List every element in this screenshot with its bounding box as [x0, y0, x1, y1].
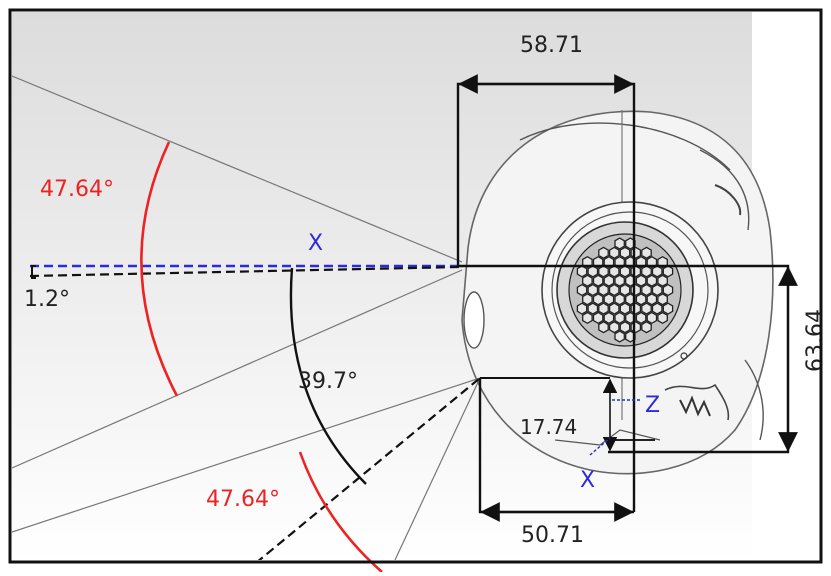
tilt-angle-label: 1.2°	[24, 287, 70, 312]
tilted-dashed-line	[29, 265, 461, 278]
sensor-hex-cell	[614, 311, 625, 325]
sensor-hex-cell	[587, 283, 599, 297]
sensor-hex-cell	[630, 265, 642, 278]
sensor-hex-cell	[635, 293, 647, 306]
sensor-hex-cell	[614, 274, 625, 287]
right-height-label: 63.64	[803, 309, 828, 372]
sensor-hex-cell	[598, 246, 609, 259]
sensor-hex-cell	[646, 311, 658, 325]
sensor-hex-cell	[576, 302, 588, 315]
z-axis-label: Z	[645, 393, 660, 418]
sensor-hex-cell	[619, 302, 631, 315]
sensor-hex-cell	[651, 265, 663, 278]
lower-dashed-line	[257, 377, 481, 560]
top-width-label: 58.71	[520, 33, 583, 58]
sensor-hex-cell	[619, 283, 631, 297]
sensor-hex-cell	[592, 274, 604, 287]
sensor-hex-cell	[641, 283, 652, 297]
sensor-hex-cell	[651, 302, 663, 315]
sensor-hex-cell	[619, 321, 631, 334]
sensor-hex-cell	[646, 274, 658, 287]
small-angle-bracket	[31, 265, 36, 279]
sensor-hex-cell	[630, 321, 642, 334]
upper-red-arc	[140, 141, 179, 397]
outer-border	[8, 8, 823, 564]
upper-fov-angle-label: 47.64°	[40, 177, 114, 202]
sensor-hex-cell	[598, 283, 609, 297]
sensor-hex-cell	[619, 246, 631, 259]
sensor-hex-cell	[657, 274, 668, 287]
sensor-hex-cell	[614, 237, 625, 250]
camera-housing-sketch	[461, 110, 774, 475]
sensor-hex-cell	[635, 274, 647, 287]
sensor-hex-cell	[646, 293, 658, 306]
sensor-hex-cell	[662, 283, 674, 297]
sensor-hex-cell	[587, 265, 599, 278]
sensor-hex-cell	[598, 265, 609, 278]
sensor-hex-cell	[635, 311, 647, 325]
sensor-hex-cell	[630, 246, 642, 259]
sensor-hex-cell	[582, 311, 593, 325]
sensor-hex-cell	[598, 302, 609, 315]
sensor-hex-cell	[608, 283, 620, 297]
lower-red-arc	[298, 451, 383, 573]
x-axis-label-upper: X	[308, 231, 323, 256]
sensor-hex-cell	[614, 330, 625, 343]
optical-axis-lines	[29, 264, 481, 560]
sensor-hex-cell	[641, 302, 652, 315]
sensor-hex-cell	[603, 274, 615, 287]
sensor-hex-cell	[608, 246, 620, 259]
sensor-hex-cell	[592, 311, 604, 325]
sensor-hex-cell	[582, 274, 593, 287]
sensor-hex-cell	[662, 265, 674, 278]
sensor-hex-cell	[641, 321, 652, 334]
sensor-hex-cell	[576, 265, 588, 278]
sensor-hex-cell	[630, 302, 642, 315]
sensor-hex-cell	[608, 321, 620, 334]
fov-rays	[12, 75, 481, 560]
sensor-hex-cell	[614, 293, 625, 306]
sensor-hex-cell	[657, 293, 668, 306]
sensor-hex-cell	[630, 283, 642, 297]
dimension-lines	[456, 74, 798, 522]
sensor-hex-cell	[592, 293, 604, 306]
sensor-hex-cell	[598, 321, 609, 334]
sensor-hex-cell	[651, 283, 663, 297]
sensor-hex-cell	[603, 293, 615, 306]
sensor-hex-cell	[603, 311, 615, 325]
inter-camera-angle-label: 39.7°	[298, 369, 358, 394]
sensor-hex-cell	[657, 311, 668, 325]
sensor-hex-cell	[608, 265, 620, 278]
small-height-label: 17.74	[520, 415, 577, 439]
x-axis-label-lower: X	[580, 468, 595, 493]
sensor-hex-cell	[608, 302, 620, 315]
lower-fov-angle-label: 47.64°	[206, 487, 280, 512]
sensor-hex-cell	[619, 265, 631, 278]
sensor-hex-cell	[576, 283, 588, 297]
sensor-hex-cell	[662, 302, 674, 315]
sensor-hex-cell	[587, 302, 599, 315]
lower-x-axis-tick	[589, 437, 611, 456]
bottom-width-label: 50.71	[521, 523, 584, 548]
sensor-hex-cell	[582, 293, 593, 306]
black-angle-arc	[289, 267, 367, 485]
sensor-hex-cell	[641, 246, 652, 259]
sensor-hex-cell	[641, 265, 652, 278]
